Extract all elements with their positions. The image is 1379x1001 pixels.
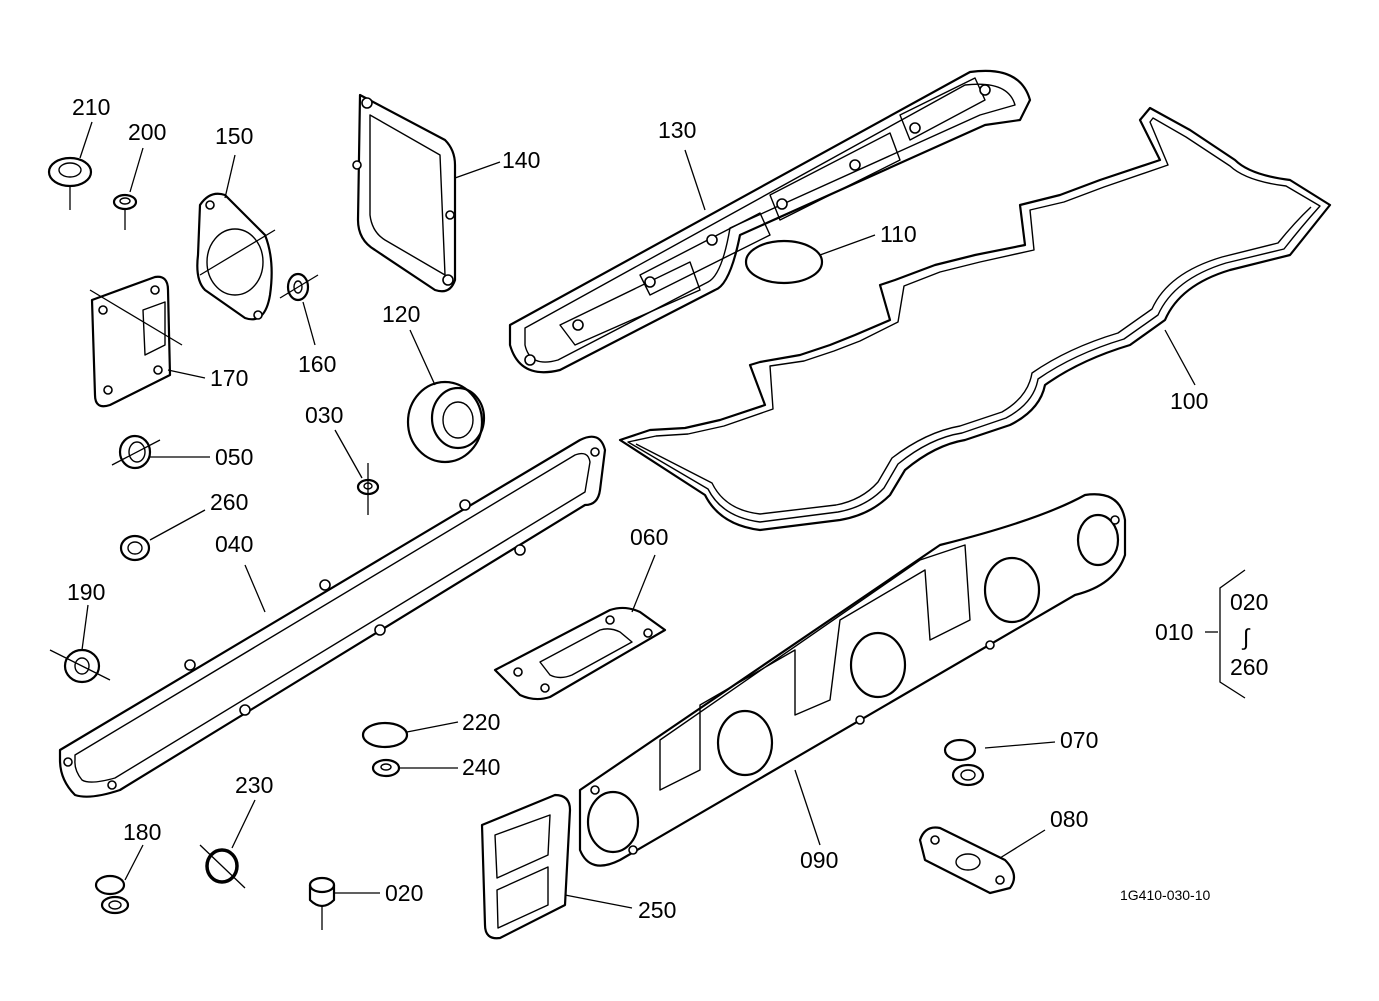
part-120-oil-seal[interactable] — [406, 380, 486, 464]
part-020-seal[interactable] — [308, 876, 336, 930]
callout-140: 140 — [454, 147, 540, 179]
callout-030: 030 — [305, 402, 363, 479]
callout-080: 080 — [999, 806, 1088, 859]
callout-230: 230 — [231, 772, 273, 849]
part-160-washer[interactable] — [279, 272, 319, 302]
part-110-o-ring[interactable] — [744, 239, 824, 285]
svg-text:220: 220 — [462, 709, 500, 735]
svg-text:200: 200 — [128, 119, 166, 145]
svg-text:070: 070 — [1060, 727, 1098, 753]
svg-text:250: 250 — [638, 897, 676, 923]
svg-text:110: 110 — [880, 221, 917, 247]
callout-170: 170 — [167, 365, 248, 391]
callout-160: 160 — [298, 301, 336, 377]
callout-180: 180 — [123, 819, 161, 881]
part-040-gasket[interactable] — [58, 435, 607, 798]
callout-260: 260 — [149, 489, 248, 541]
part-260-seal[interactable] — [119, 534, 151, 562]
callout-200: 200 — [128, 119, 166, 193]
callout-190: 190 — [67, 579, 105, 651]
callout-040: 040 — [215, 531, 266, 613]
callout-070: 070 — [984, 727, 1098, 753]
svg-text:260: 260 — [1230, 654, 1268, 680]
svg-text:020: 020 — [385, 880, 423, 906]
callout-020: 020 — [335, 880, 423, 906]
part-060-gasket[interactable] — [493, 606, 667, 701]
svg-text:020: 020 — [1230, 589, 1268, 615]
part-150-gasket[interactable] — [196, 192, 276, 321]
callout-050: 050 — [150, 444, 253, 470]
part-070-clip[interactable] — [943, 738, 985, 787]
callout-060: 060 — [630, 524, 668, 613]
svg-text:090: 090 — [800, 847, 838, 873]
callout-120: 120 — [382, 301, 436, 386]
part-140-gasket[interactable] — [352, 93, 457, 293]
svg-text:140: 140 — [502, 147, 540, 173]
part-180-clip[interactable] — [94, 874, 130, 915]
callout-090: 090 — [794, 769, 838, 873]
part-190-seal[interactable] — [49, 648, 111, 684]
svg-text:180: 180 — [123, 819, 161, 845]
svg-text:150: 150 — [215, 123, 253, 149]
svg-text:030: 030 — [305, 402, 343, 428]
part-220-o-ring[interactable] — [361, 721, 409, 749]
svg-text:050: 050 — [215, 444, 253, 470]
svg-text:230: 230 — [235, 772, 273, 798]
svg-text:040: 040 — [215, 531, 253, 557]
svg-text:170: 170 — [210, 365, 248, 391]
callout-240: 240 — [400, 754, 500, 780]
svg-text:160: 160 — [298, 351, 336, 377]
svg-text:100: 100 — [1170, 388, 1208, 414]
kit-010-bracket: 010 020 ∫ 260 — [1155, 569, 1268, 699]
part-130-cover-gasket[interactable] — [508, 69, 1032, 374]
part-030-washer[interactable] — [356, 463, 380, 515]
svg-text:210: 210 — [72, 94, 110, 120]
svg-text:060: 060 — [630, 524, 668, 550]
part-050-seal[interactable] — [111, 434, 161, 470]
callout-100: 100 — [1164, 329, 1208, 414]
callout-130: 130 — [658, 117, 706, 211]
part-210-washer[interactable] — [47, 156, 93, 210]
part-170-gasket[interactable] — [89, 275, 183, 408]
svg-text:240: 240 — [462, 754, 500, 780]
part-200-washer[interactable] — [112, 193, 138, 230]
callout-210: 210 — [72, 94, 110, 159]
callout-250: 250 — [564, 894, 676, 923]
part-250-gasket[interactable] — [480, 793, 572, 940]
callout-150: 150 — [215, 123, 253, 199]
part-230-o-ring[interactable] — [199, 844, 246, 889]
svg-text:∫: ∫ — [1241, 624, 1251, 650]
svg-text:010: 010 — [1155, 619, 1193, 645]
part-090-manifold-gasket[interactable] — [578, 493, 1127, 867]
part-240-washer[interactable] — [371, 758, 401, 778]
drawing-code: 1G410-030-10 — [1120, 887, 1211, 903]
svg-text:190: 190 — [67, 579, 105, 605]
svg-text:260: 260 — [210, 489, 248, 515]
part-100-valve-cover-gasket[interactable] — [618, 106, 1332, 532]
callout-220: 220 — [406, 709, 500, 735]
svg-text:120: 120 — [382, 301, 420, 327]
part-080-gasket[interactable] — [918, 826, 1016, 895]
callout-110: 110 — [819, 221, 917, 256]
svg-text:080: 080 — [1050, 806, 1088, 832]
svg-text:130: 130 — [658, 117, 696, 143]
